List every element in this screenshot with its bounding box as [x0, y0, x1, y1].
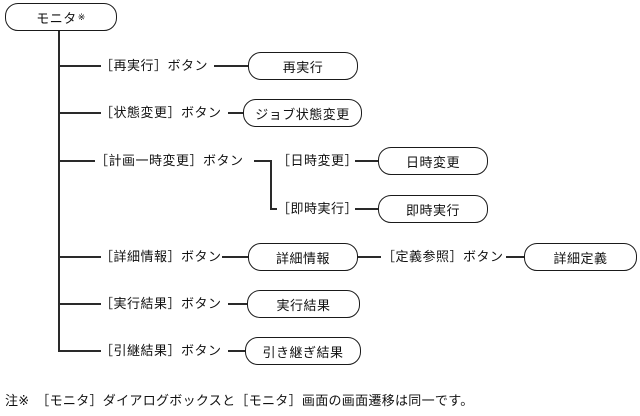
branch-tick — [58, 65, 101, 67]
immediate-exec-button-label: ［即時実行］ — [277, 201, 359, 216]
monitor-root-box: モニタ※ — [5, 3, 117, 31]
takeover-result-screen-box: 引き継ぎ結果 — [245, 337, 361, 365]
connector-line — [355, 160, 378, 162]
connector-line — [222, 256, 248, 258]
connector-line — [355, 208, 378, 210]
exec-result-button-label: ［実行結果］ボタン — [100, 296, 222, 311]
connector-line — [228, 350, 245, 352]
immediate-exec-screen-box: 即時実行 — [378, 195, 488, 223]
exec-result-screen-box: 実行結果 — [247, 290, 360, 318]
connector-line — [506, 256, 524, 258]
branch-tick — [58, 112, 101, 114]
monitor-root-label: モニタ — [36, 10, 77, 26]
note-reference-mark: ※ — [77, 11, 86, 22]
sub-trunk-line — [270, 160, 272, 210]
rerun-screen-box: 再実行 — [248, 52, 358, 80]
datetime-change-button-label: ［日時変更］ — [277, 153, 359, 168]
branch-tick — [271, 208, 277, 210]
branch-tick — [58, 303, 101, 305]
definition-ref-button-label: ［定義参照］ボタン — [382, 249, 504, 264]
connector-line — [228, 303, 247, 305]
connector-line — [228, 112, 243, 114]
detail-definition-screen-box: 詳細定義 — [524, 243, 637, 271]
plan-temp-change-button-label: ［計画一時変更］ボタン — [95, 153, 244, 168]
detail-info-button-label: ［詳細情報］ボタン — [100, 249, 222, 264]
trunk-line — [58, 31, 60, 351]
branch-tick — [58, 160, 95, 162]
footnote-text: 注※ ［モニタ］ダイアログボックスと［モニタ］画面の画面遷移は同一です。 — [5, 393, 474, 408]
connector-line — [358, 256, 381, 258]
branch-tick — [58, 256, 101, 258]
connector-line — [254, 160, 272, 162]
job-status-change-screen-box: ジョブ状態変更 — [243, 99, 362, 127]
status-change-button-label: ［状態変更］ボタン — [100, 105, 222, 120]
branch-tick — [58, 350, 101, 352]
detail-info-screen-box: 詳細情報 — [248, 243, 358, 271]
datetime-change-screen-box: 日時変更 — [378, 147, 488, 175]
rerun-button-label: ［再実行］ボタン — [100, 58, 209, 73]
takeover-result-button-label: ［引継結果］ボタン — [100, 343, 222, 358]
connector-line — [214, 65, 248, 67]
